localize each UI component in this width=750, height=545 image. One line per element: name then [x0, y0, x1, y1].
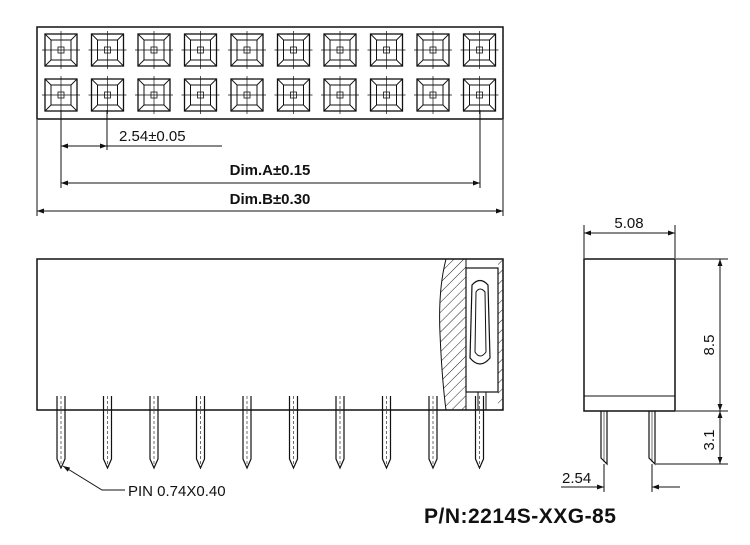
row-spacing-label: 2.54 — [562, 470, 591, 487]
contact-cell — [228, 76, 266, 114]
tail-label: 3.1 — [701, 430, 718, 451]
part-number: P/N:2214S-XXG-85 — [424, 505, 617, 528]
pin — [56, 396, 66, 470]
contact-cell — [460, 76, 499, 114]
contact-cell — [414, 31, 452, 69]
side-view: 5.08 8.5 3.1 2.54 — [561, 215, 728, 492]
height-label: 8.5 — [701, 335, 718, 356]
pin — [381, 396, 392, 470]
pitch-label: 2.54±0.05 — [119, 128, 186, 145]
contact-cell — [135, 76, 173, 114]
pin — [474, 396, 485, 470]
contact-cell — [42, 76, 80, 114]
section-hatch-right — [498, 259, 503, 410]
pin — [195, 396, 206, 470]
contact-cell — [274, 31, 313, 69]
contact-cell — [414, 76, 452, 114]
front-view: PIN 0.74X0.40 — [36, 258, 504, 500]
contact-cell — [181, 76, 220, 114]
pin — [242, 396, 252, 470]
contact-cells — [42, 31, 499, 114]
contact-cell — [88, 31, 127, 69]
pin-note-leader — [62, 465, 125, 491]
contact-cell — [274, 76, 313, 114]
pin — [288, 396, 299, 470]
pin — [335, 396, 345, 470]
contact-cell — [367, 31, 406, 69]
contact-cell — [367, 76, 406, 114]
contact-cell — [321, 31, 359, 69]
contact-cell — [135, 31, 173, 69]
pin — [428, 396, 438, 470]
top-view: 2.54±0.05 Dim.A±0.15 Dim.B±0.30 — [36, 26, 504, 216]
contact-cell — [460, 31, 499, 69]
contact-cell — [181, 31, 220, 69]
pin — [149, 396, 159, 470]
pin-row — [56, 396, 485, 470]
contact-spring-inner — [474, 288, 487, 357]
dim-a-label: Dim.A±0.15 — [230, 162, 311, 179]
width-label: 5.08 — [614, 215, 643, 232]
contact-cell — [88, 76, 127, 114]
front-body — [36, 258, 504, 411]
side-body — [583, 258, 676, 412]
contact-spring-outer — [469, 279, 491, 365]
section-hatch-left — [439, 258, 467, 411]
dim-b-label: Dim.B±0.30 — [230, 191, 311, 208]
contact-cell — [321, 76, 359, 114]
contact-cell — [228, 31, 266, 69]
contact-cell — [42, 31, 80, 69]
pin — [102, 396, 113, 470]
top-view-outline — [36, 26, 504, 120]
pin-note: PIN 0.74X0.40 — [128, 483, 226, 500]
